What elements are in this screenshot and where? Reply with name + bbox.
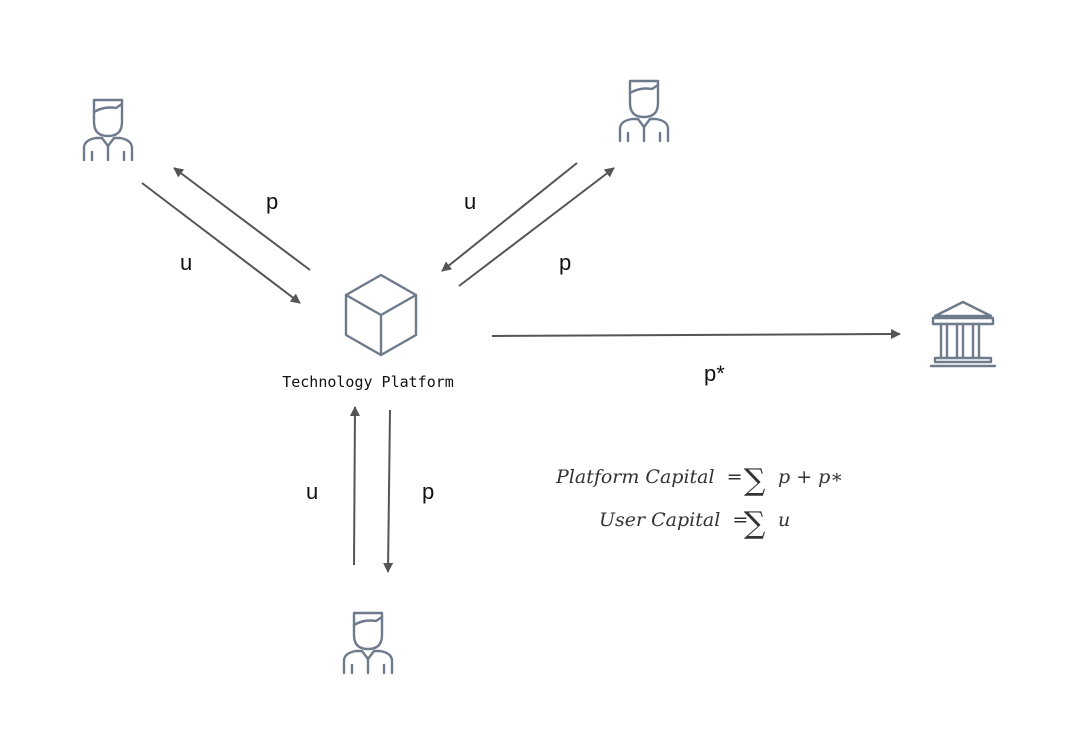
formula-user-capital-rhs: u xyxy=(778,509,790,531)
bank-icon xyxy=(929,300,997,368)
edge-label-top-right-u: u xyxy=(464,189,476,214)
formula-user-capital-sigma: ∑ xyxy=(744,506,766,541)
svg-text:User Capital =: User Capital = xyxy=(599,509,748,531)
arrow-platform-to-bottom-user xyxy=(383,409,394,573)
formula-user-capital-eq: = xyxy=(732,509,748,531)
formula-platform-capital: Platform Capital = ∑ p + p∗ xyxy=(555,463,843,498)
arrow-platform-to-bank xyxy=(491,329,901,340)
user-icon-top-right xyxy=(618,79,670,143)
formula-platform-capital-eq: = xyxy=(727,466,743,488)
edge-label-top-right-p: p xyxy=(559,250,571,275)
formula-platform-capital-rhs: p + p∗ xyxy=(778,466,843,488)
arrow-top-left-user-to-platform xyxy=(141,182,301,304)
platform-label: Technology Platform xyxy=(282,373,454,391)
formula-user-capital: User Capital = ∑ u xyxy=(599,506,790,541)
arrow-top-right-user-to-platform xyxy=(441,162,578,272)
svg-text:Platform Capital =: Platform Capital = xyxy=(555,466,743,488)
edge-label-bottom-p: p xyxy=(422,479,434,504)
formula-user-capital-lhs: User Capital xyxy=(599,509,720,531)
formula-platform-capital-lhs: Platform Capital xyxy=(555,466,715,488)
user-icon-bottom xyxy=(342,611,394,675)
arrow-platform-to-top-left-user xyxy=(173,167,311,271)
edge-label-platform-to-bank: p* xyxy=(704,361,725,386)
formula-platform-capital-sigma: ∑ xyxy=(744,463,766,498)
edge-label-bottom-u: u xyxy=(306,479,318,504)
arrow-bottom-user-to-platform xyxy=(349,406,360,566)
edge-label-top-left-u: u xyxy=(180,250,192,275)
edge-label-top-left-p: p xyxy=(266,189,278,214)
user-icon-top-left xyxy=(82,98,134,162)
cube-icon xyxy=(344,273,418,357)
arrow-platform-to-top-right-user xyxy=(458,167,615,287)
